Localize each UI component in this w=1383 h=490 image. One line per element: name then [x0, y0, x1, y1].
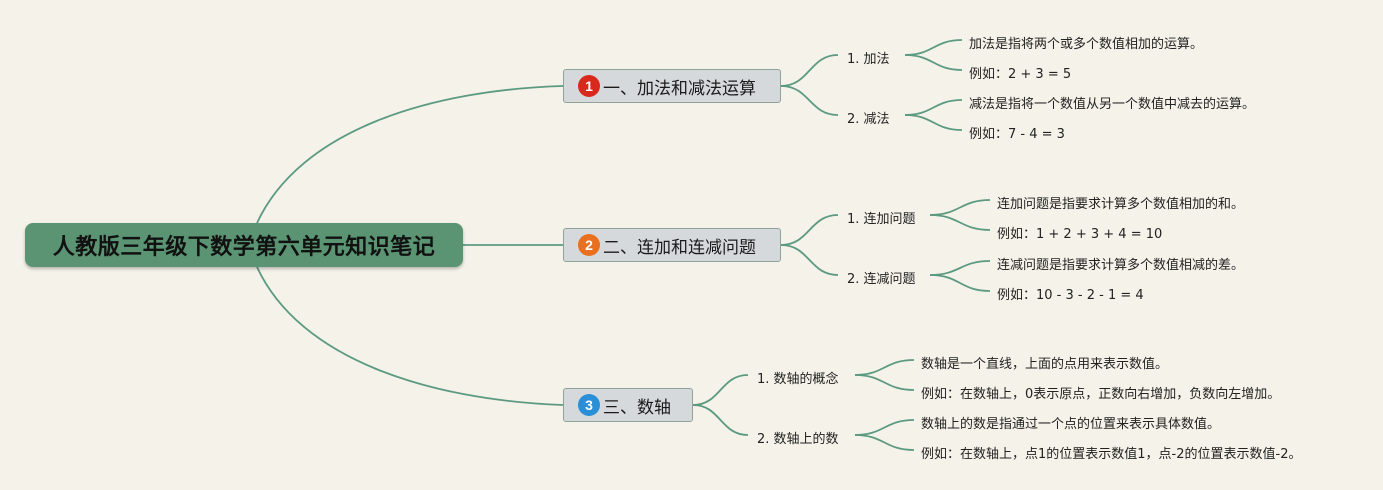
leaf-number-line-example[interactable]: 例如：在数轴上，0表示原点，正数向右增加，负数向左增加。: [921, 387, 1281, 402]
subtopic-number-line-concept[interactable]: 1. 数轴的概念: [757, 372, 839, 387]
connector-cons-sub-upper: [929, 260, 991, 276]
subtopic-addition[interactable]: 1. 加法: [847, 52, 890, 67]
number-badge-1: 1: [578, 75, 600, 97]
leaf-numbers-on-line-definition[interactable]: 数轴上的数是指通过一个点的位置来表示具体数值。: [921, 417, 1221, 432]
connector-topic1-upper: [780, 54, 839, 87]
topic-number-line[interactable]: 3 三、数轴: [563, 388, 693, 422]
connector-nl-numbers-upper: [854, 419, 915, 436]
connector-cons-sub-lower: [929, 274, 991, 292]
subtopic-numbers-on-line[interactable]: 2. 数轴上的数: [757, 432, 839, 447]
number-badge-2: 2: [578, 234, 600, 256]
subtopic-subtraction[interactable]: 2. 减法: [847, 112, 890, 127]
leaf-numbers-on-line-example[interactable]: 例如：在数轴上，点1的位置表示数值1，点-2的位置表示数值-2。: [921, 447, 1302, 462]
root-title: 人教版三年级下数学第六单元知识笔记: [52, 235, 436, 260]
connector-topic2-lower: [780, 244, 839, 276]
connector-root-topic1: [256, 85, 564, 224]
connector-nl-numbers-lower: [854, 434, 915, 451]
subtopic-consecutive-addition[interactable]: 1. 连加问题: [847, 212, 916, 227]
topic-title: 三、数轴: [603, 397, 671, 418]
connector-nl-concept-upper: [854, 359, 915, 376]
connector-addition-upper: [904, 39, 963, 56]
leaf-subtraction-example[interactable]: 例如：7 - 4 = 3: [969, 127, 1065, 142]
connector-subtraction-lower: [904, 114, 963, 131]
connector-subtraction-upper: [904, 99, 963, 116]
topic-title: 一、加法和减法运算: [603, 78, 756, 99]
leaf-number-line-definition[interactable]: 数轴是一个直线，上面的点用来表示数值。: [921, 357, 1169, 372]
subtopic-consecutive-subtraction[interactable]: 2. 连减问题: [847, 272, 916, 287]
leaf-consecutive-subtraction-definition[interactable]: 连减问题是指要求计算多个数值相减的差。: [997, 258, 1245, 273]
connector-topic3-upper: [692, 374, 749, 406]
connector-cons-add-lower: [929, 214, 991, 231]
connector-nl-concept-lower: [854, 374, 915, 391]
connector-root-topic3: [256, 266, 564, 406]
number-badge-3: 3: [578, 394, 600, 416]
topic-addition-subtraction[interactable]: 1 一、加法和减法运算: [563, 69, 781, 103]
topic-title: 二、连加和连减问题: [603, 237, 756, 258]
leaf-addition-example[interactable]: 例如：2 + 3 = 5: [969, 67, 1072, 82]
connector-cons-add-upper: [929, 199, 991, 216]
connector-addition-lower: [904, 54, 963, 71]
connector-topic1-lower: [780, 85, 839, 116]
leaf-consecutive-addition-definition[interactable]: 连加问题是指要求计算多个数值相加的和。: [997, 197, 1245, 212]
connector-topic2-upper: [780, 214, 839, 246]
leaf-consecutive-addition-example[interactable]: 例如：1 + 2 + 3 + 4 = 10: [997, 227, 1163, 242]
leaf-addition-definition[interactable]: 加法是指将两个或多个数值相加的运算。: [969, 37, 1204, 52]
leaf-subtraction-definition[interactable]: 减法是指将一个数值从另一个数值中减去的运算。: [969, 97, 1256, 112]
topic-consecutive-problems[interactable]: 2 二、连加和连减问题: [563, 228, 781, 262]
root-topic[interactable]: 人教版三年级下数学第六单元知识笔记: [25, 223, 463, 267]
connector-topic3-lower: [692, 404, 749, 436]
leaf-consecutive-subtraction-example[interactable]: 例如：10 - 3 - 2 - 1 = 4: [997, 288, 1144, 303]
